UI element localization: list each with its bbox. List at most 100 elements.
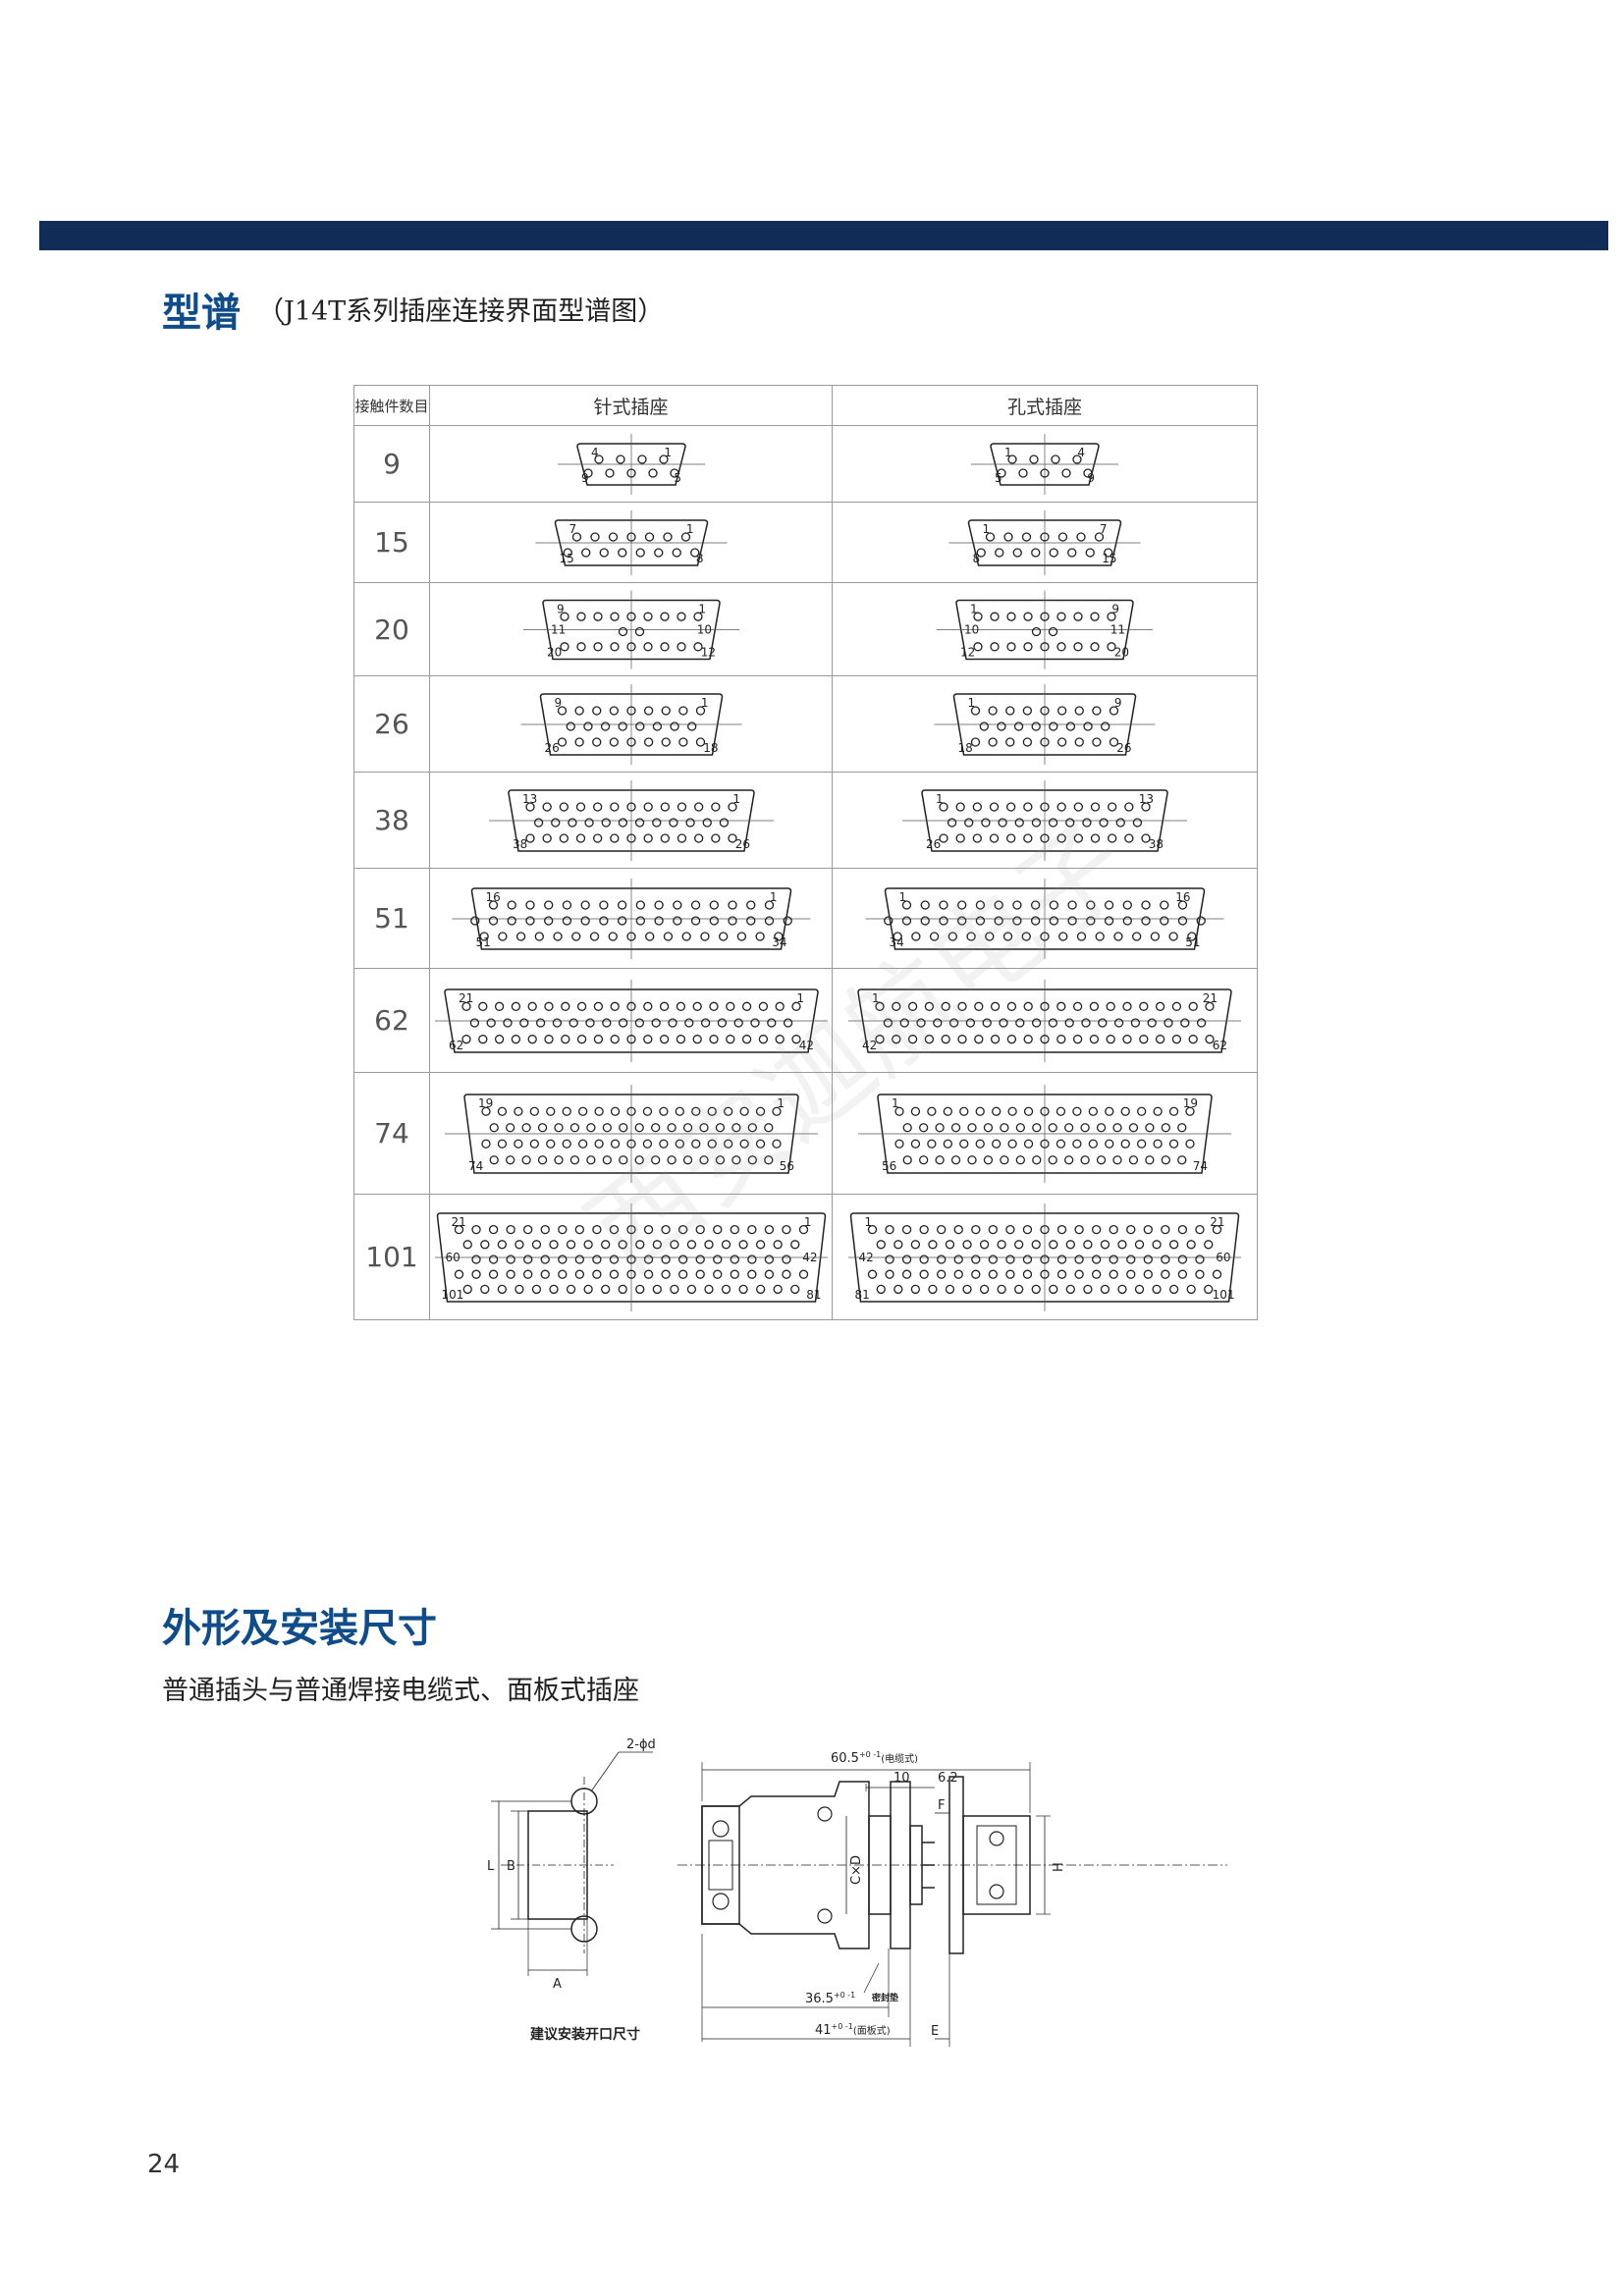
- pin-number-bottom-right: 9: [1087, 471, 1095, 485]
- contact-hole: [497, 1139, 507, 1148]
- dim-F: F: [938, 1798, 945, 1813]
- contact-hole: [615, 454, 625, 464]
- contact-hole: [892, 1001, 901, 1011]
- contact-hole: [937, 1254, 947, 1264]
- contact-hole: [531, 1239, 541, 1249]
- contact-hole: [884, 915, 893, 926]
- pin-number-bottom-right: 18: [703, 741, 718, 755]
- contact-hole: [1161, 1122, 1170, 1132]
- shell-outline: [541, 599, 721, 660]
- contact-hole: [950, 1122, 961, 1132]
- contact-hole: [1122, 1001, 1132, 1011]
- contact-hole: [972, 801, 982, 812]
- contact-hole: [568, 1017, 578, 1028]
- contact-hole: [953, 1269, 963, 1279]
- contact-hole: [1177, 1254, 1188, 1264]
- contact-hole: [875, 1034, 885, 1043]
- contact-hole: [725, 1034, 734, 1043]
- contact-hole: [511, 1034, 520, 1043]
- contact-hole: [1171, 1001, 1182, 1011]
- contact-hole: [625, 736, 636, 747]
- contact-hole: [1188, 1001, 1198, 1011]
- contact-hole: [574, 1269, 584, 1279]
- contact-hole: [677, 736, 688, 747]
- contact-hole: [893, 1239, 903, 1249]
- contact-hole: [730, 1269, 739, 1279]
- contact-hole: [975, 915, 986, 926]
- panel-caption: 建议安装开口尺寸: [530, 2026, 640, 2043]
- contact-hole: [469, 1017, 479, 1028]
- contact-hole: [719, 817, 729, 828]
- pin-number-bottom-left: 26: [544, 741, 559, 755]
- pin-number-top-left: 1: [970, 602, 978, 615]
- contact-hole: [1080, 1122, 1090, 1132]
- contact-hole: [957, 1034, 967, 1043]
- pin-number-top-right: 1: [777, 1096, 785, 1110]
- contact-hole: [644, 531, 654, 542]
- contact-hole: [1113, 931, 1123, 941]
- contact-hole: [695, 1224, 705, 1234]
- contact-hole: [642, 612, 653, 621]
- contact-hole: [723, 1106, 732, 1116]
- contact-hole: [1000, 1122, 1009, 1132]
- contact-hole: [566, 721, 575, 731]
- pin-number-top-left: 1: [1004, 446, 1012, 459]
- contact-hole: [1095, 931, 1105, 941]
- contact-hole: [488, 1254, 498, 1264]
- contact-hole: [1022, 1224, 1033, 1234]
- contact-hole: [975, 899, 986, 910]
- contact-hole: [1105, 1139, 1114, 1148]
- pin-number-bottom-left: 5: [995, 471, 1002, 485]
- contact-hole: [643, 736, 653, 747]
- contact-hole: [1072, 1001, 1083, 1011]
- contact-hole: [1137, 1106, 1147, 1116]
- contact-hole: [1096, 1122, 1107, 1132]
- contact-hole: [661, 705, 671, 716]
- contact-hole: [497, 1284, 507, 1294]
- contact-hole: [1143, 1254, 1153, 1264]
- contact-hole: [1180, 1017, 1190, 1028]
- pin-number-top-right: 7: [1100, 522, 1108, 536]
- contact-hole: [557, 736, 567, 747]
- dimension-drawing: 2-ϕd L B A 建议安装开口尺寸: [487, 1737, 1227, 2047]
- contact-hole: [1161, 1154, 1170, 1164]
- shell-outline: [990, 442, 1100, 486]
- contact-hole: [924, 1001, 935, 1011]
- contact-hole: [1049, 721, 1058, 731]
- contact-hole: [610, 1106, 620, 1116]
- contact-hole: [1188, 1034, 1198, 1043]
- pin-number-top-left: 1: [968, 696, 976, 710]
- contact-hole: [575, 832, 585, 843]
- contact-hole: [939, 832, 948, 843]
- pin-number-bottom-right: 81: [806, 1288, 821, 1302]
- contact-hole: [738, 1139, 749, 1148]
- contact-hole: [643, 832, 653, 843]
- contact-hole: [736, 931, 746, 941]
- contact-hole: [524, 801, 535, 812]
- contact-hole: [783, 1017, 792, 1028]
- contact-hole: [965, 1017, 976, 1028]
- contact-hole: [642, 1106, 652, 1116]
- contact-hole: [1108, 832, 1117, 843]
- contact-hole: [557, 1224, 567, 1234]
- pin-number-top-left: 21: [451, 1215, 465, 1229]
- contact-hole: [989, 832, 1000, 843]
- contact-hole: [573, 705, 584, 716]
- contact-hole: [652, 1284, 662, 1294]
- contact-hole: [609, 1254, 619, 1264]
- contact-hole: [698, 1154, 709, 1164]
- contact-hole: [1137, 1139, 1147, 1148]
- contact-hole: [462, 1239, 472, 1249]
- contact-hole: [566, 1284, 575, 1294]
- contact-hole: [1086, 899, 1096, 910]
- contact-hole: [1186, 1284, 1196, 1294]
- pin-number-bottom-right: 101: [1213, 1288, 1235, 1302]
- contact-hole: [988, 1269, 999, 1279]
- contact-hole: [1022, 1269, 1033, 1279]
- contact-hole: [990, 1034, 1001, 1043]
- contact-hole: [1126, 1269, 1136, 1279]
